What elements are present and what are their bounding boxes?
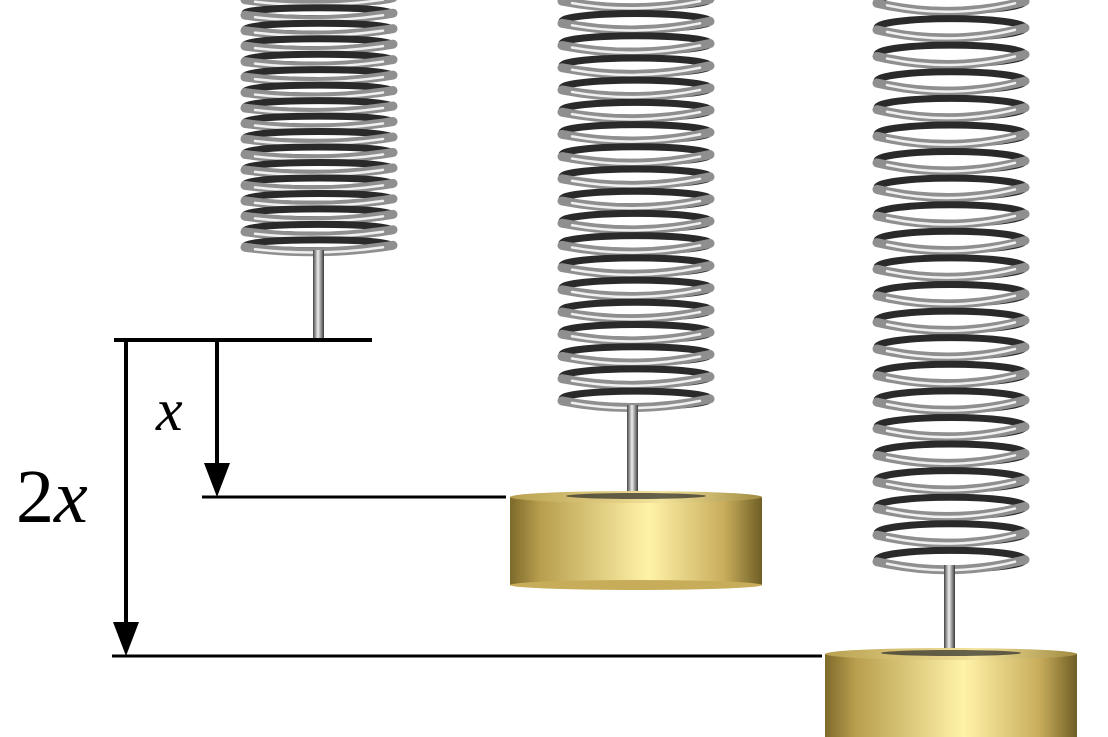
mass-block: [510, 491, 762, 590]
label-2x: 2x: [16, 455, 88, 539]
spring-two-mass: [825, 0, 1077, 737]
spring-unloaded: [240, 0, 398, 338]
arrowhead-2x-icon: [113, 622, 139, 656]
label-x: x: [155, 377, 183, 443]
spring-rod: [313, 250, 324, 338]
spring-rod: [627, 405, 638, 495]
spring-rod: [944, 565, 955, 655]
spring-one-mass: [510, 0, 762, 590]
mass-block: [825, 648, 1077, 737]
arrowhead-x-icon: [204, 463, 230, 497]
